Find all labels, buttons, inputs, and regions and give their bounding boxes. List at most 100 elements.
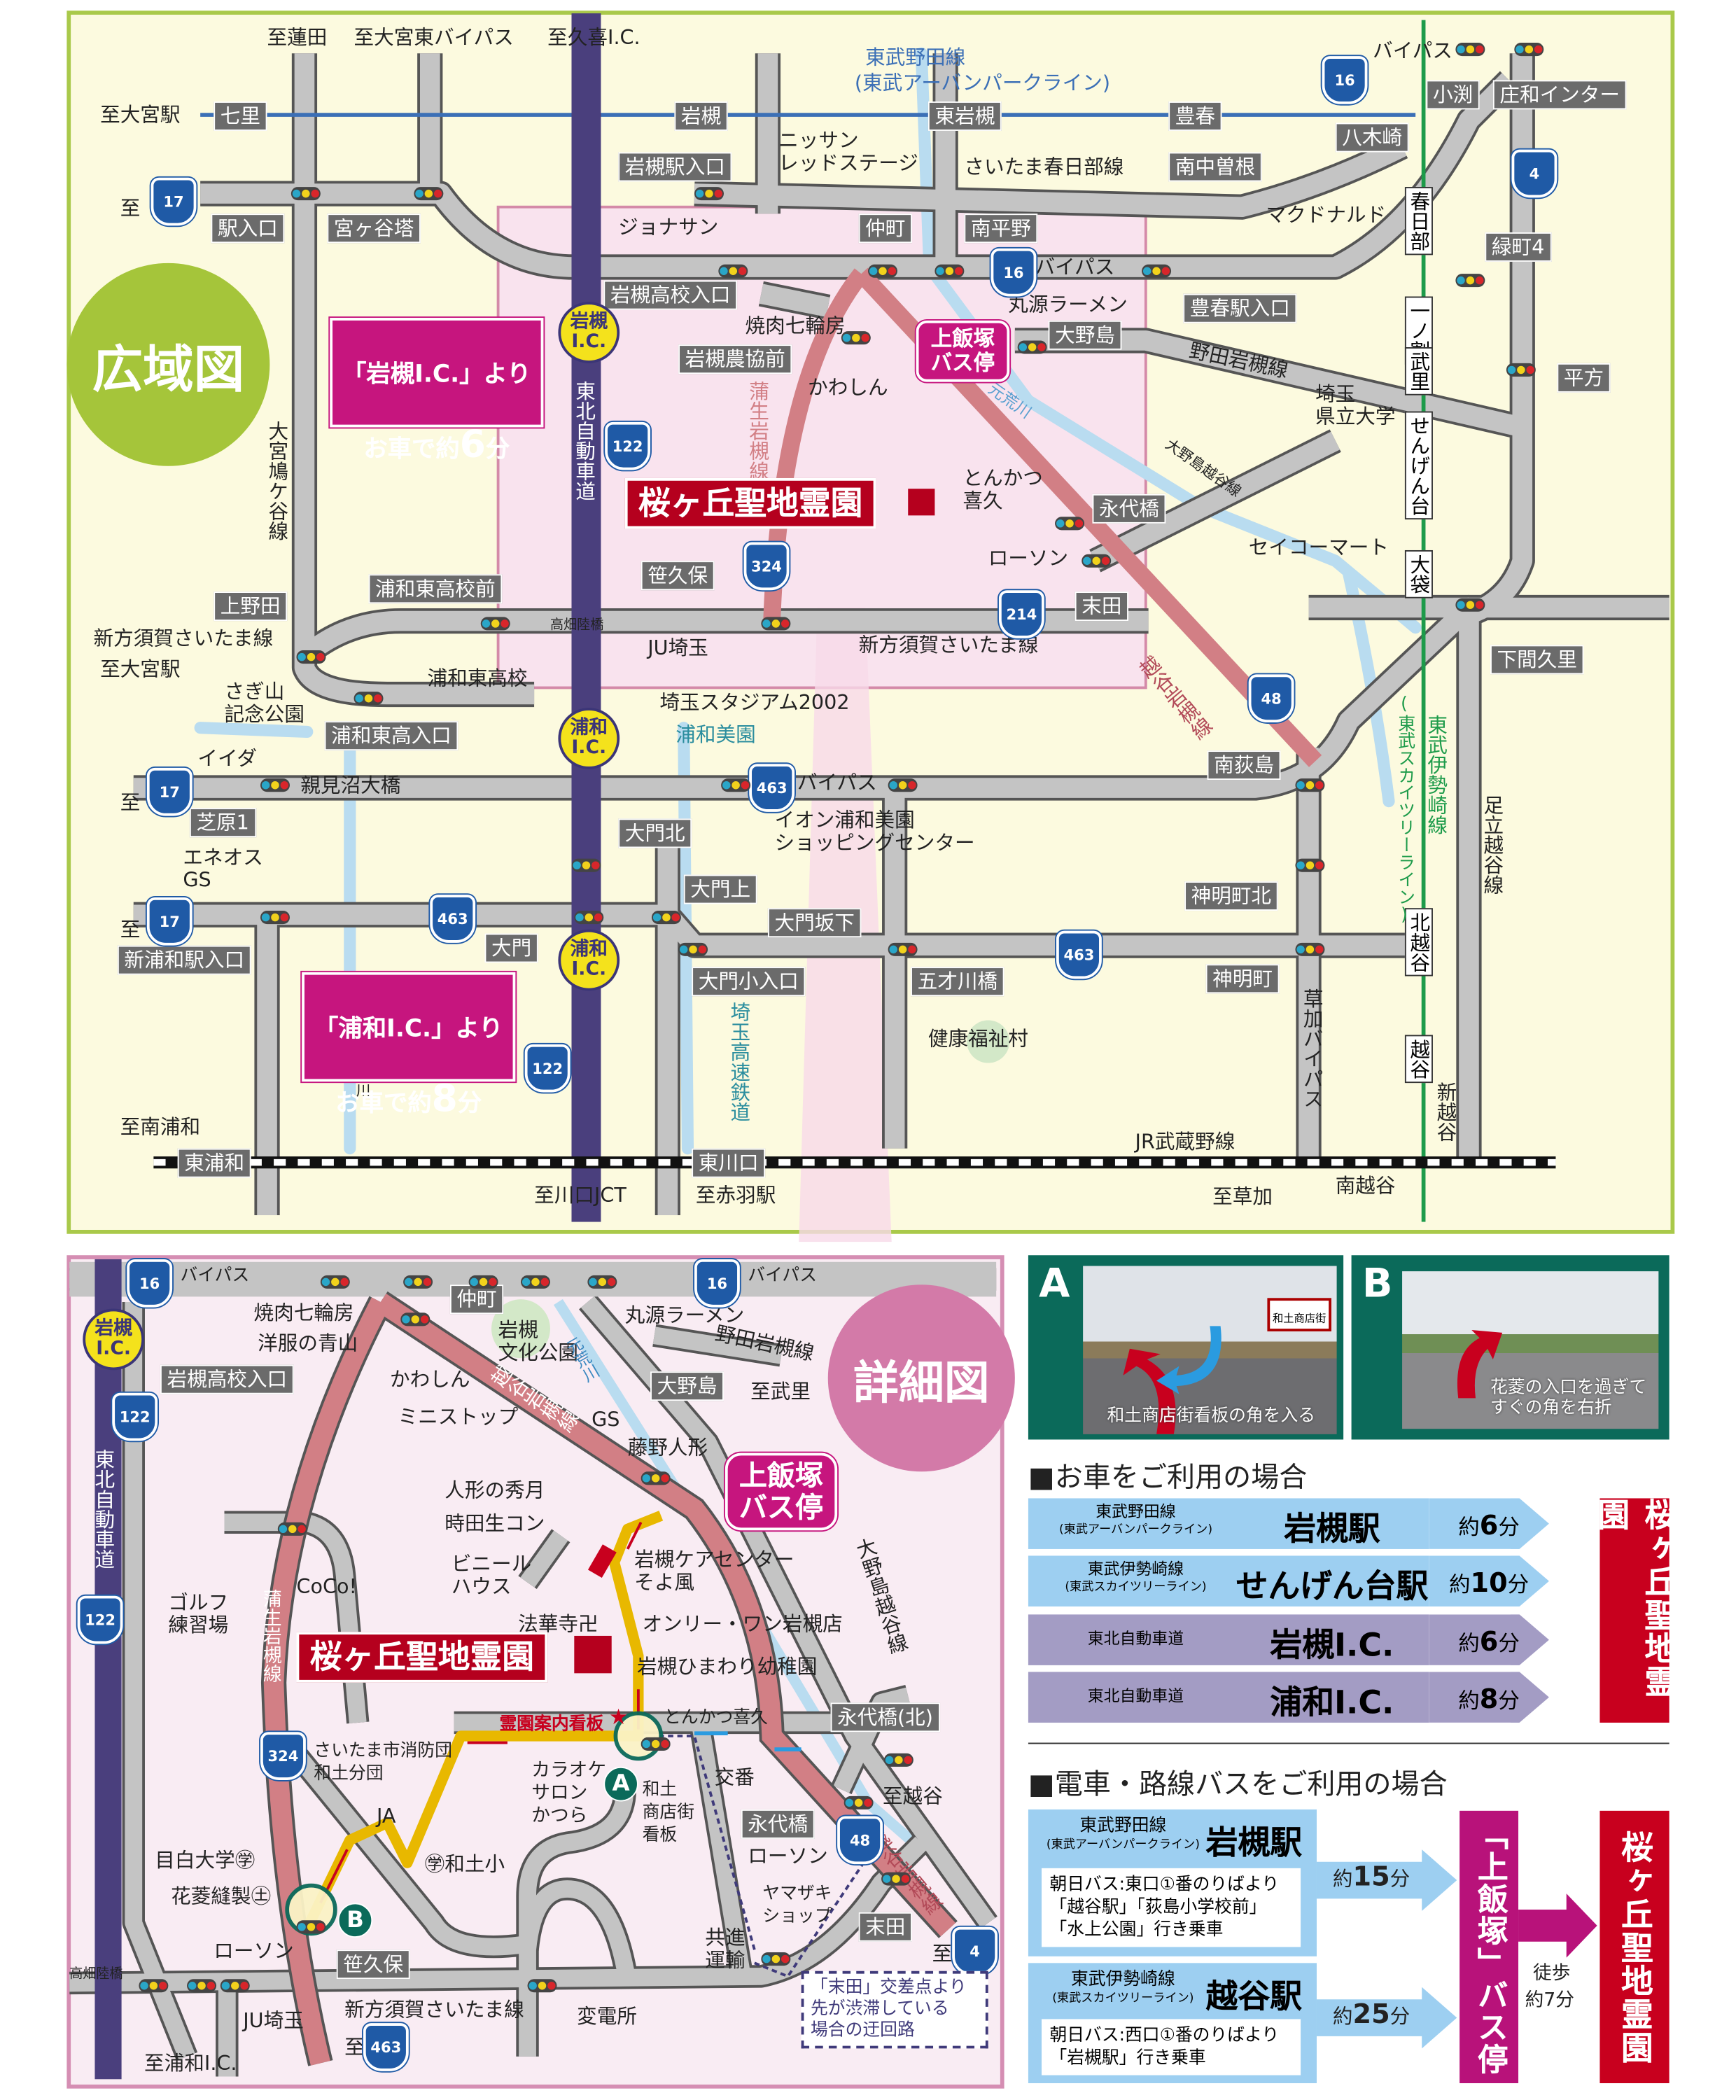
map-text: オンリー・ワン岩槻店 <box>642 1611 843 1636</box>
map-text: 共進 運輸 <box>705 1925 746 1973</box>
map-text: 至川口JCT <box>534 1183 626 1208</box>
shop-street-sign: 和土商店街 <box>1267 1298 1331 1331</box>
callout-unit: 分 <box>457 1089 482 1118</box>
map-text: ミニストップ <box>398 1404 519 1429</box>
bus-instructions: 朝日バス:西口①番のりばより 「岩槻駅」行き乗車 <box>1041 2019 1301 2076</box>
traffic-light-icon <box>220 1979 250 1993</box>
station-name: せんげん台駅 <box>1236 1567 1429 1606</box>
travel-time-unit: 分 <box>1498 1688 1520 1714</box>
vertical-map-text: (東武スカイツリーライン) <box>1394 694 1415 926</box>
station-name: 岩槻I.C. <box>1270 1626 1394 1664</box>
route-shield-icon: 122 <box>77 1595 123 1644</box>
car-route-row: 東北自動車道岩槻I.C.約6分 <box>1028 1614 1589 1665</box>
route-shield-icon: 122 <box>112 1392 158 1441</box>
intersection-label: 大門上 <box>683 874 757 904</box>
traffic-light-icon <box>260 778 290 792</box>
travel-time-time: 6 <box>1479 1508 1499 1541</box>
vertical-map-text: 蒲生岩槻線 <box>746 380 771 481</box>
intersection-label: 浦和東高校前 <box>368 574 503 604</box>
intersection-label: 笹久保 <box>336 1949 410 1980</box>
detail-map-title-circle: 詳細図 <box>827 1284 1015 1472</box>
map-text: マクドナルド <box>1266 202 1387 227</box>
walk-label: 徒歩 <box>1533 1963 1571 1984</box>
travel-time-unit: 分 <box>1390 1866 1410 1891</box>
travel-time-time-prefix: 約 <box>1448 1572 1471 1597</box>
rail-line-name: 東武野田線(東武アーバンパークライン) <box>1036 1816 1210 1854</box>
traffic-light-icon <box>320 1275 350 1289</box>
map-text: 花菱縫製㊏ <box>171 1884 272 1909</box>
traffic-light-icon <box>260 911 290 925</box>
map-text: 藤野人形 <box>627 1435 708 1460</box>
map-text: 至蓮田 <box>267 25 328 50</box>
traffic-light-icon <box>721 778 751 792</box>
traffic-light-icon <box>867 264 897 278</box>
map-text: 至久喜I.C. <box>547 25 640 50</box>
traffic-light-icon <box>651 911 681 925</box>
detour-note: 「末田」交差点より 先が渋滞している 場合の迂回路 <box>801 1970 988 2049</box>
intersection-label: 八木崎 <box>1335 122 1409 153</box>
train-destination-box: 桜ヶ丘聖地霊園 <box>1600 1810 1670 2083</box>
traffic-light-icon <box>574 911 604 925</box>
intersection-label: 七里 <box>214 101 267 131</box>
station-label: 越谷 <box>1404 1035 1433 1084</box>
map-text: 法華寺卍 <box>518 1611 598 1636</box>
intersection-label: 大野島 <box>650 1371 724 1401</box>
traffic-light-icon <box>1295 942 1325 956</box>
travel-time-unit: 分 <box>1498 1514 1520 1540</box>
walk-time: 約7分 <box>1525 1989 1575 2011</box>
car-route-row: 東北自動車道浦和I.C.約8分 <box>1028 1672 1589 1723</box>
map-text: 洋服の青山 <box>258 1331 358 1356</box>
traffic-light-icon <box>1142 264 1172 278</box>
jr-musashino-line <box>153 1156 1556 1169</box>
urawa-ic-callout: 「浦和I.C.」より お車で約8分 <box>302 972 516 1118</box>
intersection-label: 岩槻高校入口 <box>603 280 738 310</box>
traffic-light-icon <box>844 1795 874 1809</box>
detour-route <box>654 1735 869 1978</box>
map-text: ローソン <box>988 546 1069 570</box>
traffic-light-icon <box>888 778 918 792</box>
train-section-heading: ■電車・路線バスをご利用の場合 <box>1028 1768 1448 1800</box>
map-text: 焼肉七輪房 <box>745 314 846 338</box>
route-shield-icon: 324 <box>260 1732 306 1780</box>
car-destination-box: 桜ヶ丘聖地霊園 <box>1592 1498 1676 1723</box>
traffic-light-icon <box>290 187 321 201</box>
line-name: 東武野田線 <box>1096 1502 1176 1521</box>
route-shield-icon: 48 <box>837 1816 883 1865</box>
map-text: 焼肉七輪房 <box>253 1301 354 1325</box>
photo-b: B 花菱の入口を過ぎて すぐの角を右折 <box>1351 1255 1670 1440</box>
route-shield-icon: 16 <box>1322 56 1368 104</box>
intersection-label: 岩槻駅入口 <box>618 152 732 182</box>
travel-time-time-prefix: 約 <box>1458 1630 1480 1656</box>
traffic-light-icon <box>881 1872 911 1886</box>
map-text: ビニール ハウス <box>451 1551 532 1599</box>
kamiiizuka-bus-stop-callout-detail: 上飯塚 バス停 <box>724 1452 838 1531</box>
intersection-label: 新浦和駅入口 <box>117 945 251 975</box>
traffic-light-icon <box>468 1275 498 1289</box>
map-text: JU埼玉 <box>243 2008 304 2033</box>
travel-time-time: 6 <box>1479 1625 1499 1658</box>
photo-point-a-marker: A <box>603 1766 638 1802</box>
detail-map-roads <box>0 1259 1015 2099</box>
map-text: 岩槻 文化公園 <box>498 1317 579 1365</box>
route-shield-icon: 324 <box>743 542 790 591</box>
map-text: 至 <box>120 790 141 815</box>
map-text: さぎ山 記念公園 <box>224 680 304 727</box>
map-text: 時田生コン <box>444 1511 545 1536</box>
traffic-light-icon <box>1082 554 1112 568</box>
map-text: 至大宮駅 <box>100 657 181 681</box>
traffic-light-icon <box>296 1920 326 1934</box>
map-text: 浦和東高校 <box>427 666 528 691</box>
route-shield-icon: 17 <box>146 897 192 946</box>
traffic-light-icon <box>139 1979 169 1993</box>
photo-b-image: 花菱の入口を過ぎて すぐの角を右折 <box>1402 1271 1659 1429</box>
map-text: 新方須賀さいたま線 <box>858 633 1039 657</box>
cemetery-location-marker-detail <box>574 1635 612 1674</box>
travel-time-time: 8 <box>1479 1682 1499 1715</box>
map-text: かわしん <box>808 375 888 400</box>
traffic-light-icon <box>678 942 708 956</box>
vertical-map-text: 足立越谷線 <box>1480 794 1505 895</box>
intersection-label: 緑町4 <box>1485 232 1551 262</box>
map-text: JA <box>376 1804 396 1828</box>
travel-time-time-prefix: 約 <box>1458 1514 1480 1540</box>
